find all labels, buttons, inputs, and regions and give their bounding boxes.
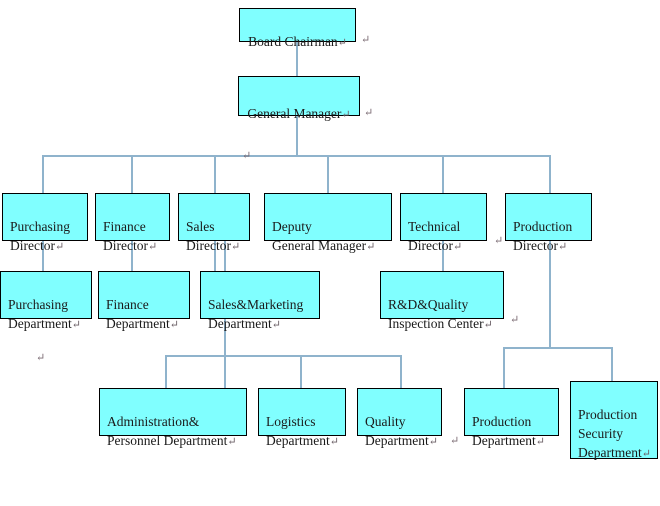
- node-production-director[interactable]: Production Director↵: [505, 193, 592, 253]
- node-technical-director-label: Technical Director: [408, 219, 461, 253]
- node-board-chairman[interactable]: Board Chairman↵: [239, 8, 356, 49]
- node-sales-director-label: Sales Director: [186, 219, 231, 253]
- node-sales-marketing-department-label: Sales&Marketing Department: [208, 297, 304, 331]
- connector-chairman-to-manager: [296, 42, 298, 76]
- node-rd-quality-inspection-center-label: R&D&Quality Inspection Center: [388, 297, 484, 331]
- node-finance-director[interactable]: Finance Director↵: [95, 193, 170, 253]
- return-mark: ↵: [341, 109, 351, 121]
- return-mark: ↵: [557, 241, 568, 253]
- connector-bus-to-finance-director: [131, 155, 133, 193]
- node-finance-department[interactable]: Finance Department↵: [98, 271, 190, 331]
- node-rd-quality-inspection-center[interactable]: R&D&Quality Inspection Center↵: [380, 271, 504, 331]
- node-general-manager-label: General Manager: [247, 106, 342, 121]
- connector-finance-director-to-department: [131, 241, 133, 271]
- connector-bus-production-branch: [503, 347, 613, 349]
- connector-sales-director-to-department: [214, 241, 216, 271]
- node-purchasing-department[interactable]: Purchasing Department↵: [0, 271, 92, 331]
- node-production-department[interactable]: Production Department↵: [464, 388, 559, 448]
- return-mark: ↵: [452, 241, 463, 253]
- node-deputy-general-manager-label: Deputy General Manager: [272, 219, 367, 253]
- connector-bus-to-production-security-department: [611, 347, 613, 381]
- connector-bus-to-technical-director: [442, 155, 444, 193]
- stray-mark-canvas-left-middle: ↵: [36, 352, 46, 364]
- return-mark: ↵: [535, 436, 545, 448]
- return-mark: ↵: [169, 319, 179, 331]
- connector-bus-deputy-gm-branch: [165, 355, 402, 357]
- node-finance-department-label: Finance Department: [106, 297, 170, 331]
- node-logistics-department[interactable]: Logistics Department↵: [258, 388, 346, 448]
- node-logistics-department-label: Logistics Department: [266, 414, 330, 448]
- connector-manager-to-bus: [296, 116, 298, 156]
- node-production-security-department[interactable]: Production Security Department↵: [570, 381, 658, 460]
- node-administration-personnel-department[interactable]: Administration& Personnel Department↵: [99, 388, 247, 448]
- connector-bus-to-deputy-general-manager: [327, 155, 329, 193]
- node-deputy-general-manager[interactable]: Deputy General Manager↵: [264, 193, 392, 253]
- node-finance-director-label: Finance Director: [103, 219, 148, 253]
- connector-bus-to-production-department: [503, 347, 505, 388]
- return-mark: ↵: [428, 436, 438, 448]
- connector-bus-to-administration-personnel: [165, 355, 167, 388]
- connector-production-director-to-lower-bus: [549, 241, 551, 349]
- connector-technical-director-to-rd-center: [442, 241, 444, 271]
- node-sales-marketing-department[interactable]: Sales&Marketing Department↵: [200, 271, 320, 331]
- return-mark: ↵: [483, 319, 493, 331]
- node-purchasing-department-label: Purchasing Department: [8, 297, 72, 331]
- return-mark: ↵: [366, 241, 376, 253]
- stray-mark-bus-top-center: ↵: [242, 150, 252, 162]
- return-mark: ↵: [329, 436, 339, 448]
- node-administration-personnel-department-label: Administration& Personnel Department: [107, 414, 228, 448]
- stray-mark-quality-department-right: ↵: [450, 435, 460, 447]
- return-mark: ↵: [337, 37, 347, 49]
- connector-bus-to-quality-department: [400, 355, 402, 388]
- return-mark: ↵: [271, 319, 281, 331]
- return-mark: ↵: [71, 319, 81, 331]
- node-production-department-label: Production Department: [472, 414, 536, 448]
- stray-mark-chairman-right: ↵: [361, 34, 371, 46]
- stray-mark-manager-right: ↵: [364, 107, 374, 119]
- connector-bus-to-production-director: [549, 155, 551, 193]
- node-purchasing-director[interactable]: Purchasing Director↵: [2, 193, 88, 253]
- connector-purchasing-director-to-department: [42, 241, 44, 271]
- connector-bus-to-sales-director: [214, 155, 216, 193]
- return-mark: ↵: [230, 241, 241, 253]
- return-mark: ↵: [54, 241, 65, 253]
- node-general-manager[interactable]: General Manager↵: [238, 76, 360, 121]
- return-mark: ↵: [147, 241, 158, 253]
- node-production-security-department-label: Production Security Department: [578, 407, 642, 460]
- stray-mark-rd-center-right: ↵: [510, 314, 520, 326]
- connector-bus-to-logistics-department: [300, 355, 302, 388]
- return-mark: ↵: [227, 436, 237, 448]
- node-sales-director[interactable]: Sales Director↵: [178, 193, 250, 253]
- node-purchasing-director-label: Purchasing Director: [10, 219, 70, 253]
- node-quality-department[interactable]: Quality Department↵: [357, 388, 442, 448]
- node-production-director-label: Production Director: [513, 219, 573, 253]
- node-technical-director[interactable]: Technical Director↵: [400, 193, 487, 253]
- stray-mark-production-director-left: ↵: [494, 235, 504, 247]
- node-board-chairman-label: Board Chairman: [248, 34, 338, 49]
- node-quality-department-label: Quality Department: [365, 414, 429, 448]
- connector-bus-row2: [42, 155, 551, 157]
- connector-bus-to-purchasing-director: [42, 155, 44, 193]
- return-mark: ↵: [641, 448, 651, 460]
